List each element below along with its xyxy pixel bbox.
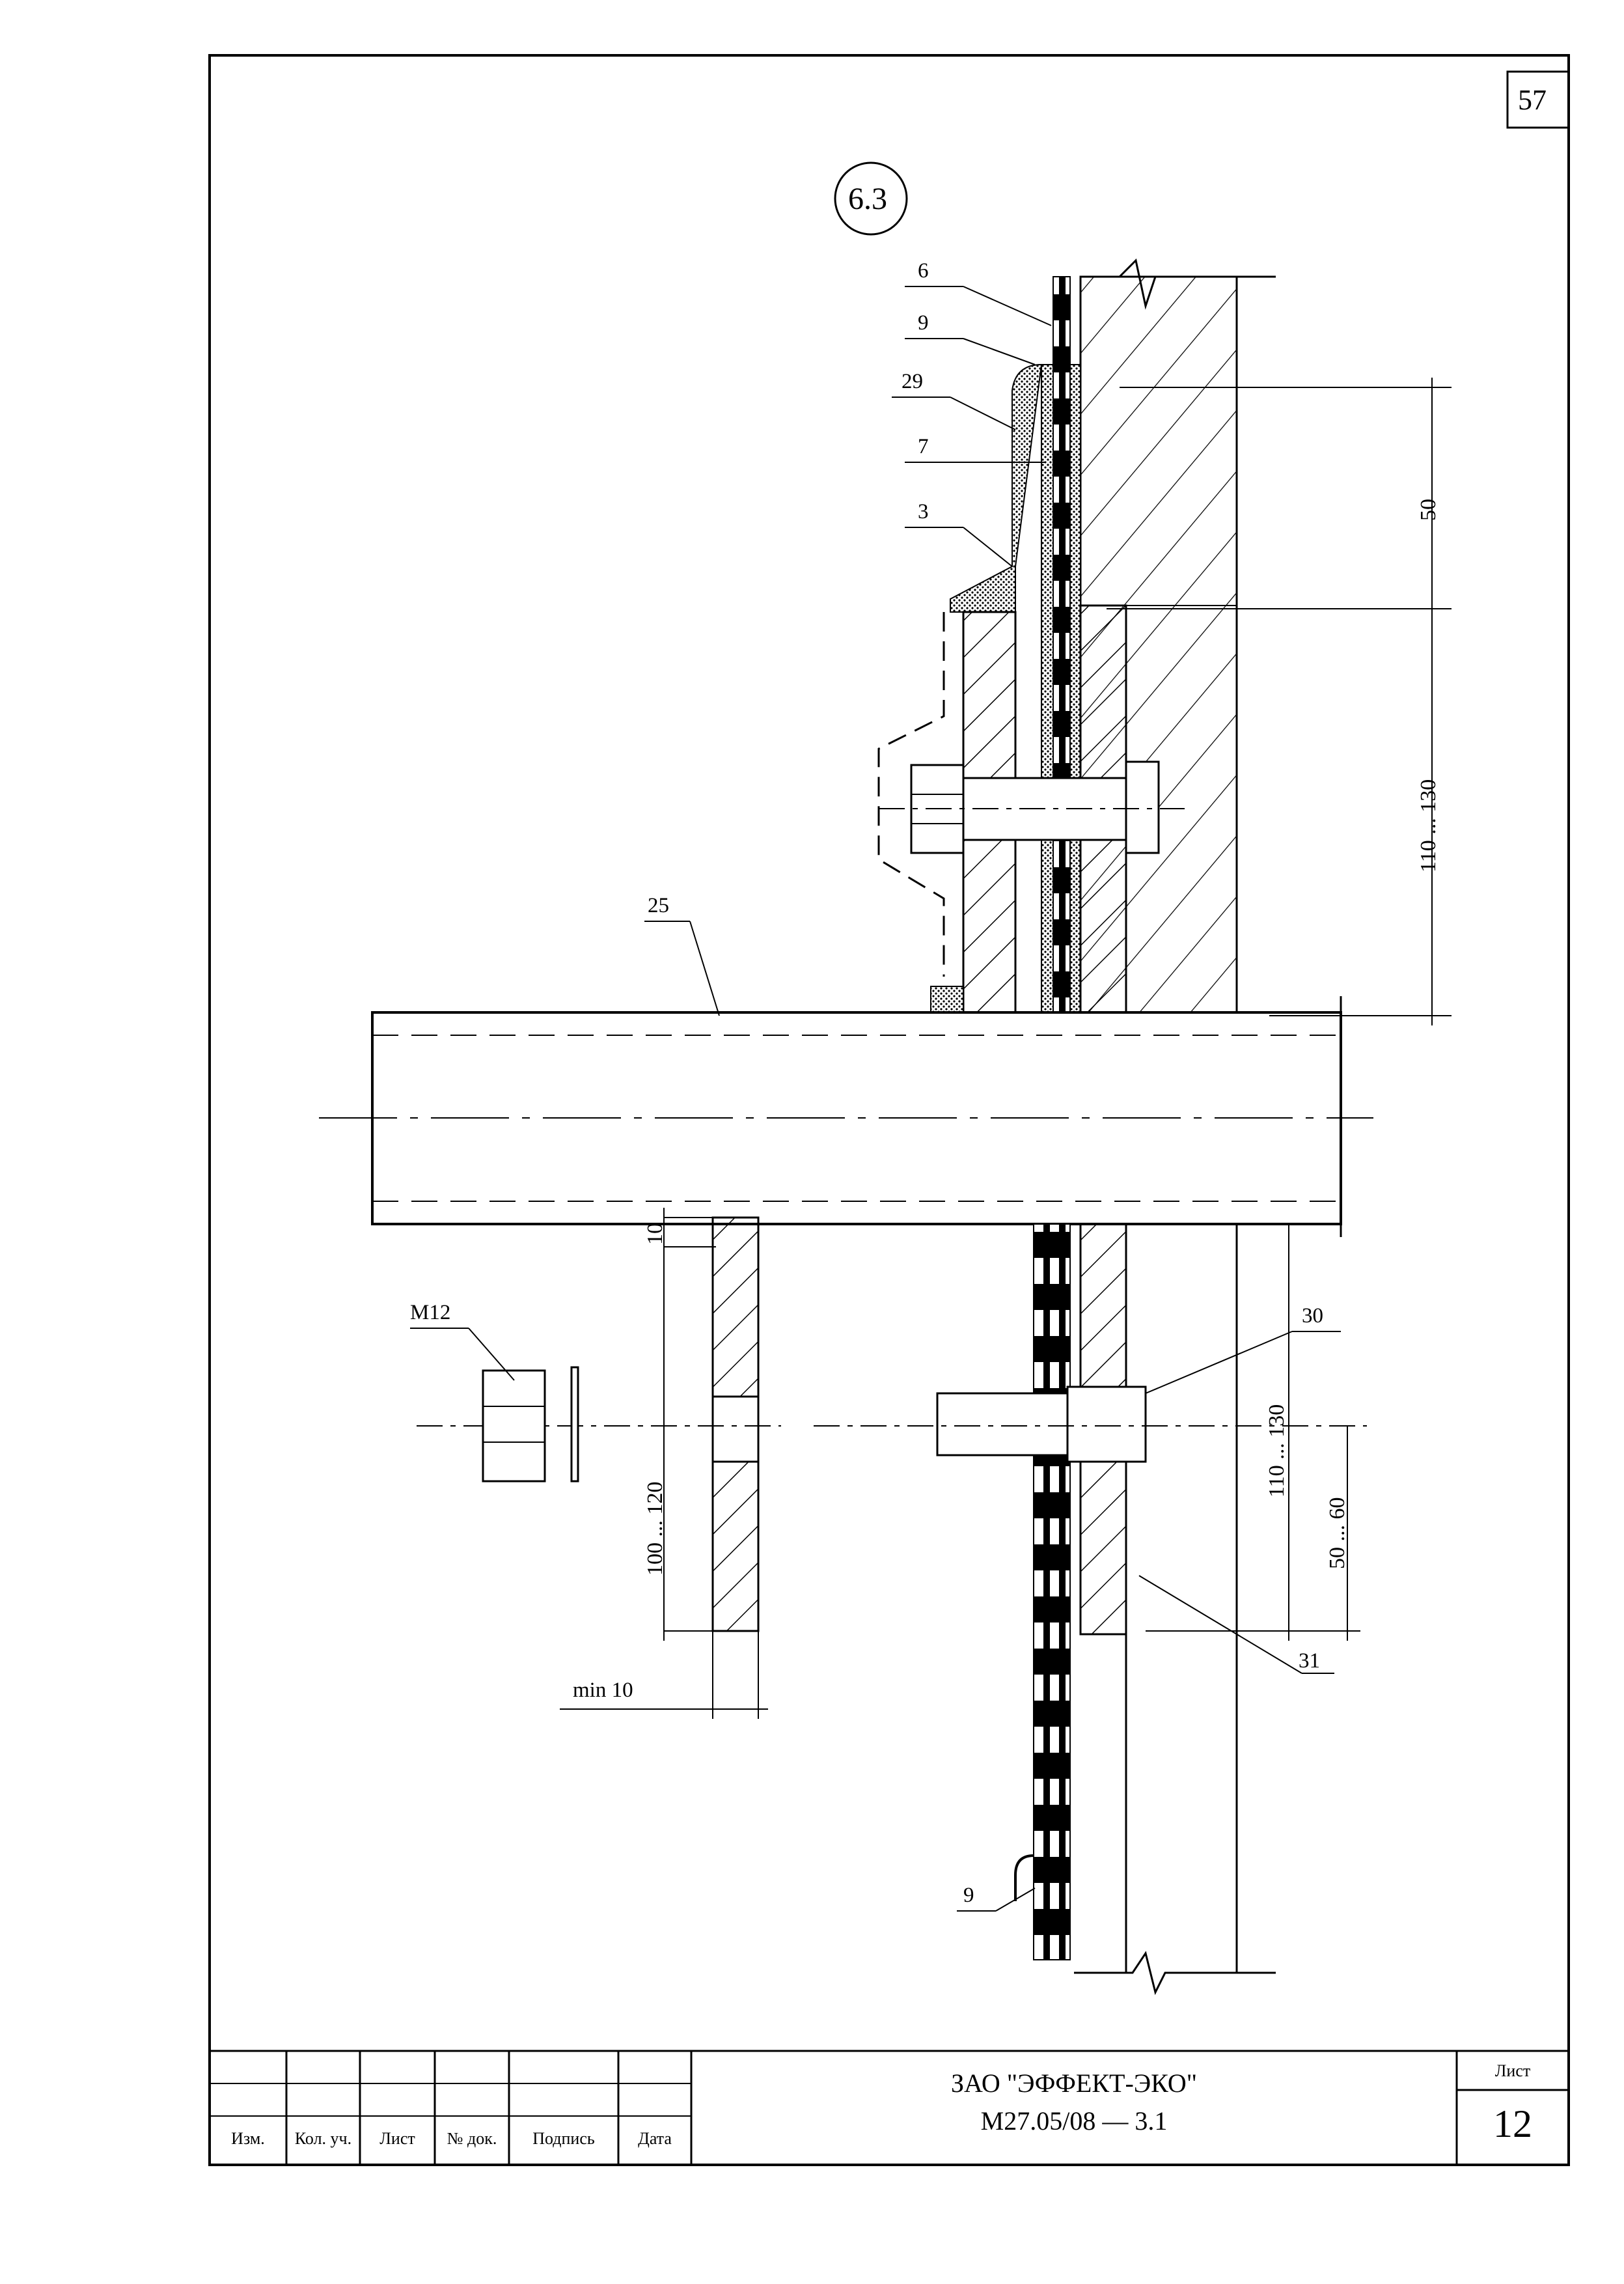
dim-50: 50 bbox=[1416, 499, 1440, 521]
dim-10: 10 bbox=[643, 1223, 667, 1245]
flange-detail bbox=[417, 1216, 781, 1632]
tb-header-data: Дата bbox=[638, 2129, 672, 2148]
tb-header-izm: Изм. bbox=[231, 2129, 265, 2148]
page-number: 57 bbox=[1518, 84, 1547, 116]
callout-9-top: 9 bbox=[918, 311, 929, 335]
tb-doc-code: М27.05/08 — 3.1 bbox=[980, 2106, 1168, 2136]
callout-3: 3 bbox=[918, 500, 929, 523]
callout-9-bottom: 9 bbox=[963, 1884, 974, 1907]
dim-100-120: 100 ... 120 bbox=[643, 1481, 667, 1576]
title-block-grid bbox=[208, 2050, 1570, 2166]
dim-110-130-top: 110 ... 130 bbox=[1416, 779, 1440, 872]
tb-company: ЗАО "ЭФФЕКТ-ЭКО" bbox=[950, 2068, 1198, 2098]
pipe bbox=[319, 996, 1373, 1237]
tb-header-podpis: Подпись bbox=[532, 2129, 595, 2148]
detail-mark-label: 6.3 bbox=[848, 182, 887, 216]
callout-29: 29 bbox=[901, 370, 923, 393]
tb-header-kol-uch: Кол. уч. bbox=[294, 2129, 352, 2148]
bolt-upper bbox=[879, 760, 1185, 854]
membrane-upper bbox=[950, 276, 1081, 1016]
assembly-lower bbox=[814, 1223, 1367, 1996]
nut-m12-icon bbox=[482, 1366, 579, 1483]
callout-m12: M12 bbox=[410, 1301, 451, 1324]
dim-50-60: 50 ... 60 bbox=[1325, 1497, 1349, 1570]
dim-110-130-bottom: 110 ... 130 bbox=[1265, 1404, 1289, 1497]
tb-sheet-label: Лист bbox=[1494, 2061, 1531, 2080]
tb-header-list: Лист bbox=[379, 2129, 415, 2148]
callout-31: 31 bbox=[1299, 1649, 1320, 1673]
callout-7: 7 bbox=[918, 435, 929, 458]
callout-30: 30 bbox=[1302, 1304, 1323, 1328]
dim-min-10: min 10 bbox=[573, 1678, 633, 1702]
callout-6: 6 bbox=[918, 259, 929, 283]
callout-25: 25 bbox=[648, 894, 669, 917]
tb-header-n-dok: № док. bbox=[447, 2129, 497, 2148]
leader-lines bbox=[410, 286, 1052, 1912]
dimension-lines bbox=[560, 378, 1452, 1719]
tb-sheet-number: 12 bbox=[1493, 2102, 1532, 2145]
detail-mark-circle bbox=[834, 161, 908, 236]
